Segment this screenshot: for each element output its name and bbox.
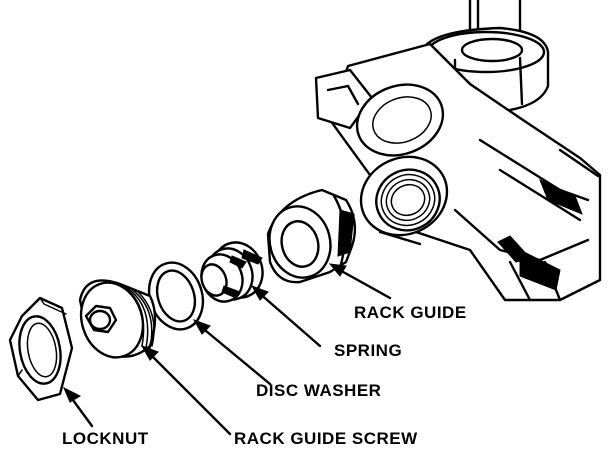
locknut: [8, 296, 74, 402]
label-rack-guide: RACK GUIDE: [354, 303, 467, 322]
label-rack-guide-screw: RACK GUIDE SCREW: [234, 429, 418, 448]
label-disc-washer: DISC WASHER: [256, 381, 381, 400]
bore-threads: [380, 173, 436, 227]
label-spring: SPRING: [334, 341, 402, 360]
rack-guide: [266, 188, 357, 284]
leader-lines: [63, 263, 392, 436]
steering-gear-housing: [314, 0, 602, 302]
spring: [200, 241, 264, 303]
rack-guide-screw: [78, 279, 157, 359]
screw-threads: [117, 283, 155, 349]
label-locknut: LOCKNUT: [62, 429, 149, 448]
